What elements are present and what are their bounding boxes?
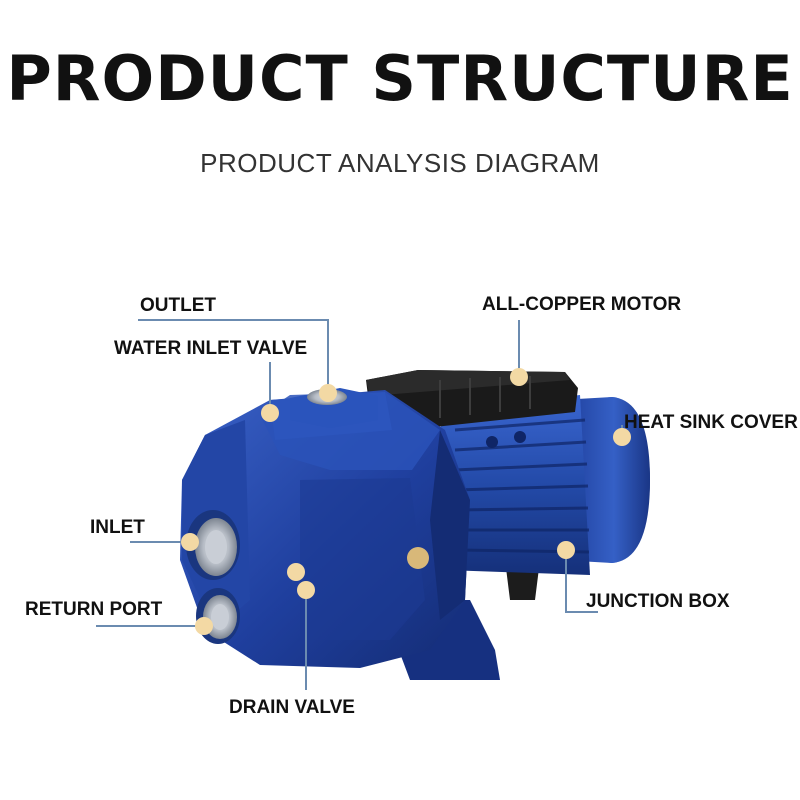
markers xyxy=(181,368,631,635)
motor-body xyxy=(440,395,590,575)
outlet-label: OUTLET xyxy=(140,295,216,316)
junction-box-marker xyxy=(557,541,575,559)
heat-sink-cover-label: HEAT SINK COVER xyxy=(624,412,798,433)
return-port-label: RETURN PORT xyxy=(25,599,163,620)
page-title: PRODUCT STRUCTURE xyxy=(6,42,794,115)
water-inlet-valve-marker xyxy=(261,404,279,422)
inlet-label: INLET xyxy=(90,517,145,538)
drain-valve-marker-2 xyxy=(297,581,315,599)
junction-box-label: JUNCTION BOX xyxy=(586,591,730,612)
outlet-leader xyxy=(138,319,329,392)
side-bolt xyxy=(407,547,429,569)
return-port-marker xyxy=(195,617,213,635)
junction-box-leader xyxy=(565,550,598,613)
water-inlet-valve-label: WATER INLET VALVE xyxy=(114,338,308,359)
outlet-marker xyxy=(319,384,337,402)
return-port-shape xyxy=(196,588,240,644)
leader-lines xyxy=(96,319,623,690)
heat-sink-cover-marker xyxy=(613,428,631,446)
pump-housing xyxy=(180,390,470,668)
drain-valve-marker xyxy=(287,563,305,581)
drain-valve-label: DRAIN VALVE xyxy=(229,697,355,718)
all-copper-motor-label: ALL-COPPER MOTOR xyxy=(482,294,682,315)
inlet-port-shape xyxy=(186,510,240,580)
all-copper-motor-marker xyxy=(510,368,528,386)
inlet-marker xyxy=(181,533,199,551)
page-subtitle: PRODUCT ANALYSIS DIAGRAM xyxy=(200,148,600,178)
